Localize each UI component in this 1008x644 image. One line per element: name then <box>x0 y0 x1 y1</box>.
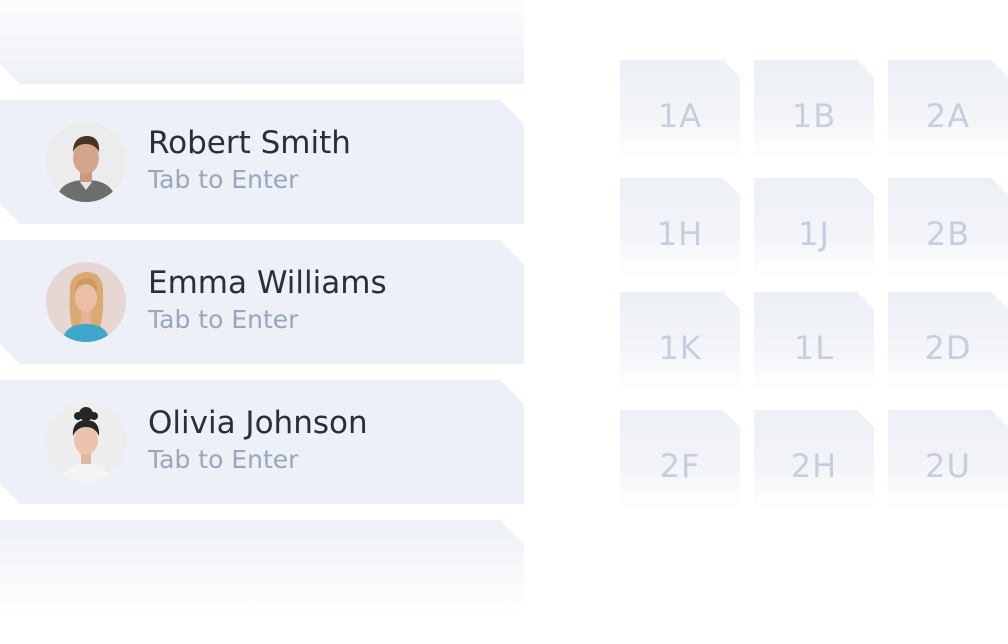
passenger-hint: Tab to Enter <box>148 165 299 194</box>
seat-1h[interactable]: 1H <box>620 178 740 278</box>
passenger-hint: Tab to Enter <box>148 445 299 474</box>
seat-2h[interactable]: 2H <box>754 410 874 510</box>
passenger-card-olivia-johnson[interactable]: Olivia Johnson Tab to Enter <box>0 380 524 504</box>
passenger-card-placeholder-bottom <box>0 520 524 644</box>
passenger-hint: Tab to Enter <box>148 305 299 334</box>
seat-label: 2A <box>925 97 971 135</box>
seat-1j[interactable]: 1J <box>754 178 874 278</box>
avatar-photo-icon <box>46 122 126 202</box>
seat-2u[interactable]: 2U <box>888 410 1008 510</box>
seat-1l[interactable]: 1L <box>754 292 874 392</box>
seat-label: 2U <box>925 447 971 485</box>
seat-label: 1A <box>657 97 703 135</box>
seat-2b[interactable]: 2B <box>888 178 1008 278</box>
avatar <box>46 122 126 202</box>
avatar-photo-icon <box>46 402 126 482</box>
passenger-card-emma-williams[interactable]: Emma Williams Tab to Enter <box>0 240 524 364</box>
seat-2a[interactable]: 2A <box>888 60 1008 160</box>
seat-1a[interactable]: 1A <box>620 60 740 160</box>
seat-label: 2H <box>790 447 838 485</box>
avatar-photo-icon <box>46 262 126 342</box>
avatar <box>46 262 126 342</box>
seat-2d[interactable]: 2D <box>888 292 1008 392</box>
seat-1b[interactable]: 1B <box>754 60 874 160</box>
passenger-card-robert-smith[interactable]: Robert Smith Tab to Enter <box>0 100 524 224</box>
seat-label: 1H <box>656 215 704 253</box>
seat-label: 1K <box>658 329 702 367</box>
seat-label: 2F <box>659 447 701 485</box>
passenger-name: Robert Smith <box>148 125 351 161</box>
seat-1k[interactable]: 1K <box>620 292 740 392</box>
passenger-name: Emma Williams <box>148 265 387 301</box>
seat-2f[interactable]: 2F <box>620 410 740 510</box>
passenger-name: Olivia Johnson <box>148 405 368 441</box>
seat-label: 2B <box>925 215 971 253</box>
seat-label: 1B <box>791 97 837 135</box>
seat-label: 2D <box>924 329 972 367</box>
avatar <box>46 402 126 482</box>
seat-label: 1J <box>798 215 830 253</box>
passenger-card-placeholder-top <box>0 0 524 84</box>
seat-label: 1L <box>793 329 835 367</box>
